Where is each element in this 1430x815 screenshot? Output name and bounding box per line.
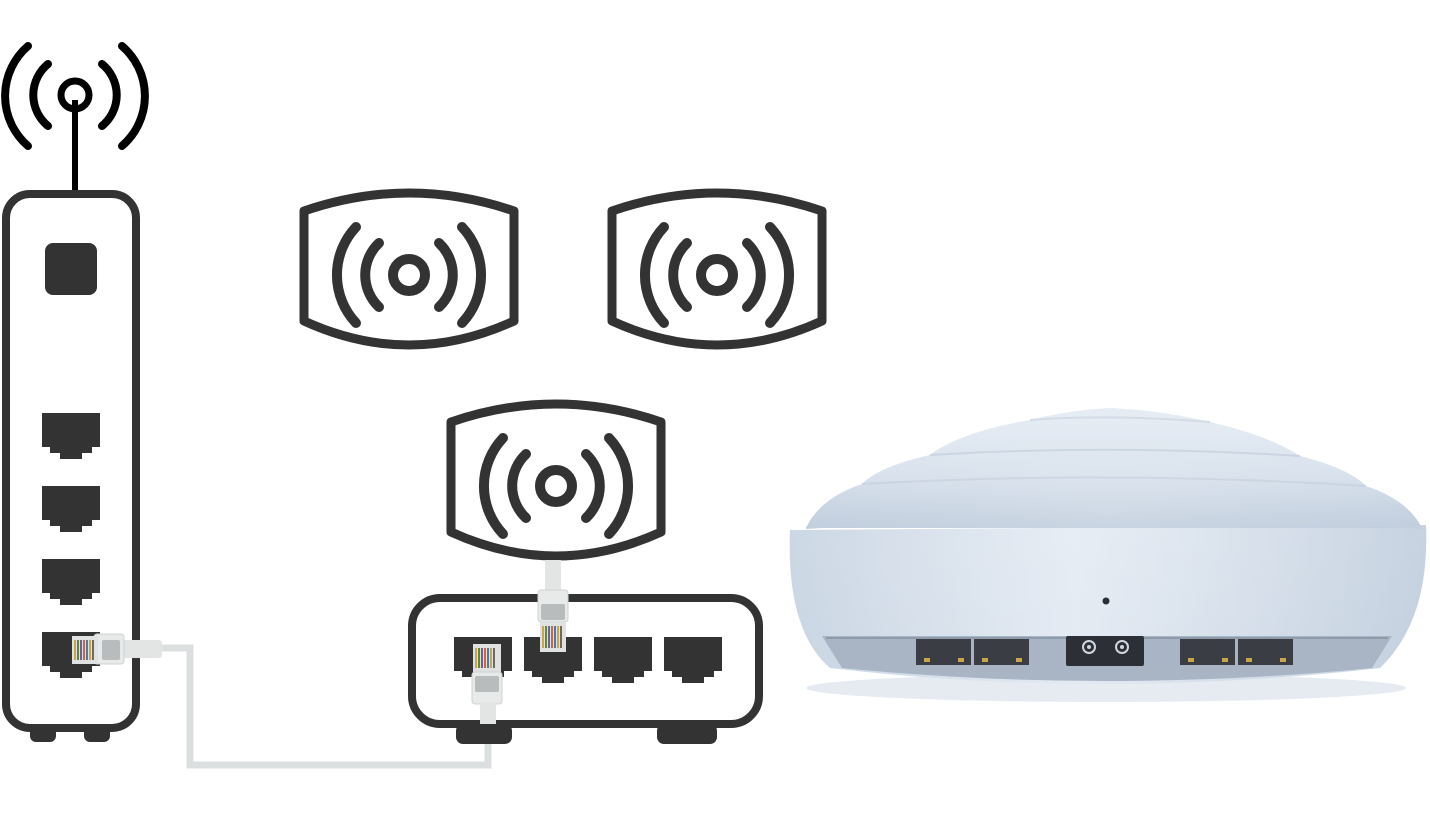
ethernet-plug-switch [471, 644, 503, 724]
modem-port-2 [42, 486, 100, 532]
switch-foot [657, 724, 717, 744]
wifi-access-point-icon [446, 399, 666, 561]
switch-port-3 [594, 637, 652, 683]
network-switch-icon [408, 594, 763, 744]
switch-foot [456, 724, 512, 744]
modem-router-icon [1, 42, 149, 742]
modem-port-3 [42, 559, 100, 605]
switch-port-4 [664, 637, 722, 683]
modem-foot [84, 726, 110, 742]
status-led-icon [1102, 597, 1110, 605]
ethernet-cable-modem-to-switch [120, 644, 492, 769]
modem-foot [30, 726, 56, 742]
ethernet-cable-switch-to-satellite [537, 560, 569, 652]
mesh-router-device-icon [789, 408, 1427, 702]
wifi-access-point-icon [299, 188, 519, 350]
antenna-icon [1, 42, 149, 192]
ethernet-plug-modem [72, 633, 162, 665]
modem-display [45, 243, 97, 295]
power-port [1066, 636, 1144, 666]
modem-port-1 [42, 413, 100, 459]
wifi-access-point-icon [607, 188, 827, 350]
mesh-router-ports [916, 636, 1293, 666]
modem-body [2, 190, 140, 732]
